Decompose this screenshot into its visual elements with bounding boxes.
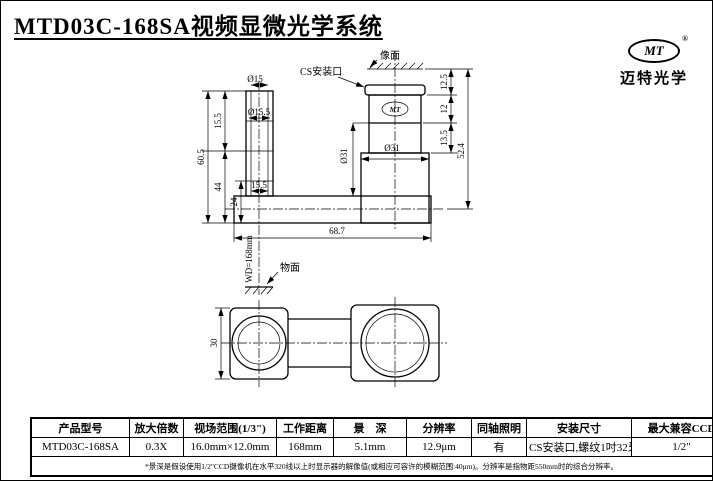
brand-company-name: 迈特光学: [619, 71, 688, 87]
dim-60-5: 60.5: [196, 149, 206, 165]
front-view-outline: [229, 304, 440, 382]
brand-logo-oval: MT ®: [627, 34, 688, 63]
cell-mount: CS安装口,螺纹1吋32牙: [526, 437, 632, 457]
spec-data-row: MTD03C-168SA 0.3X 16.0mm×12.0mm 168mm 5.…: [30, 437, 712, 457]
col-header-mount: 安装尺寸: [526, 417, 632, 438]
brand-logo: MT ® 迈特光学: [619, 34, 688, 88]
registered-trademark-icon: ®: [682, 34, 688, 43]
page-title: MTD03C-168SA视频显微光学系统: [14, 14, 383, 39]
col-header-model: 产品型号: [30, 417, 130, 438]
dim-12-5: 12.5: [439, 74, 449, 90]
cs-mount-flange: [364, 84, 426, 96]
col-header-magnification: 放大倍数: [129, 417, 184, 438]
side-view-outline: [233, 62, 432, 295]
spec-footnote: *景深是假设使用1/2"CCD摄像机在水平320线以上时显示器的解像值(或相应可…: [30, 456, 712, 477]
object-plane-label: 物面: [280, 261, 300, 274]
working-distance-label: WD=168mm: [244, 235, 254, 283]
centerlines: [221, 51, 447, 389]
body-logo-text: MT: [389, 106, 401, 114]
spec-table: 产品型号 放大倍数 视场范围(1/3") 工作距离 景 深 分辨率 同轴照明 安…: [30, 417, 712, 477]
body-logo-oval: [381, 101, 409, 117]
col-header-working-dist: 工作距离: [276, 417, 334, 438]
dim-d15: Ø15: [247, 74, 263, 84]
col-header-resolution: 分辨率: [406, 417, 472, 438]
cell-model: MTD03C-168SA: [30, 437, 130, 457]
dim-44: 44: [213, 182, 223, 192]
drawing-labels: 像面 CS安装口 物面 MT WD=168mm Ø15 Ø15.5 60.5 1…: [196, 50, 466, 348]
dim-12: 12: [439, 105, 449, 114]
cell-resolution: 12.9μm: [406, 437, 472, 457]
col-header-fov: 视场范围(1/3"): [183, 417, 277, 438]
image-plane-label: 像面: [380, 50, 400, 62]
spec-footnote-row: *景深是假设使用1/2"CCD摄像机在水平320线以上时显示器的解像值(或相应可…: [30, 456, 712, 477]
image-plane-leader: [369, 59, 378, 68]
dim-52-4: 52.4: [456, 143, 466, 159]
dim-d31-horizontal: Ø31: [384, 143, 400, 153]
cell-ccd: 1/2": [631, 437, 712, 457]
dim-68-7: 68.7: [329, 226, 345, 236]
cell-coaxial: 有: [471, 437, 527, 457]
dimension-lines: [202, 59, 473, 380]
col-header-coaxial: 同轴照明: [471, 417, 527, 438]
cell-dof: 5.1mm: [333, 437, 407, 457]
object-plane-leader: [266, 271, 279, 285]
dim-30: 30: [209, 338, 219, 348]
cs-mount-label: CS安装口: [300, 65, 342, 78]
col-header-ccd: 最大兼容CCD: [631, 417, 712, 438]
spec-header-row: 产品型号 放大倍数 视场范围(1/3") 工作距离 景 深 分辨率 同轴照明 安…: [30, 417, 712, 438]
dim-15-5-horizontal: 15.5: [251, 180, 267, 190]
cs-mount-leader: [337, 76, 365, 88]
dim-24: 24: [229, 197, 239, 207]
brand-logo-text: MT: [644, 43, 664, 58]
dim-15-5-vertical: 15.5: [213, 113, 223, 129]
col-header-dof: 景 深: [333, 417, 407, 438]
dim-13-5: 13.5: [439, 130, 449, 146]
cell-working-dist: 168mm: [276, 437, 334, 457]
dim-d31-vertical: Ø31: [339, 148, 349, 164]
cell-fov: 16.0mm×12.0mm: [183, 437, 277, 457]
dim-d15-5: Ø15.5: [248, 107, 271, 117]
cell-magnification: 0.3X: [129, 437, 184, 457]
